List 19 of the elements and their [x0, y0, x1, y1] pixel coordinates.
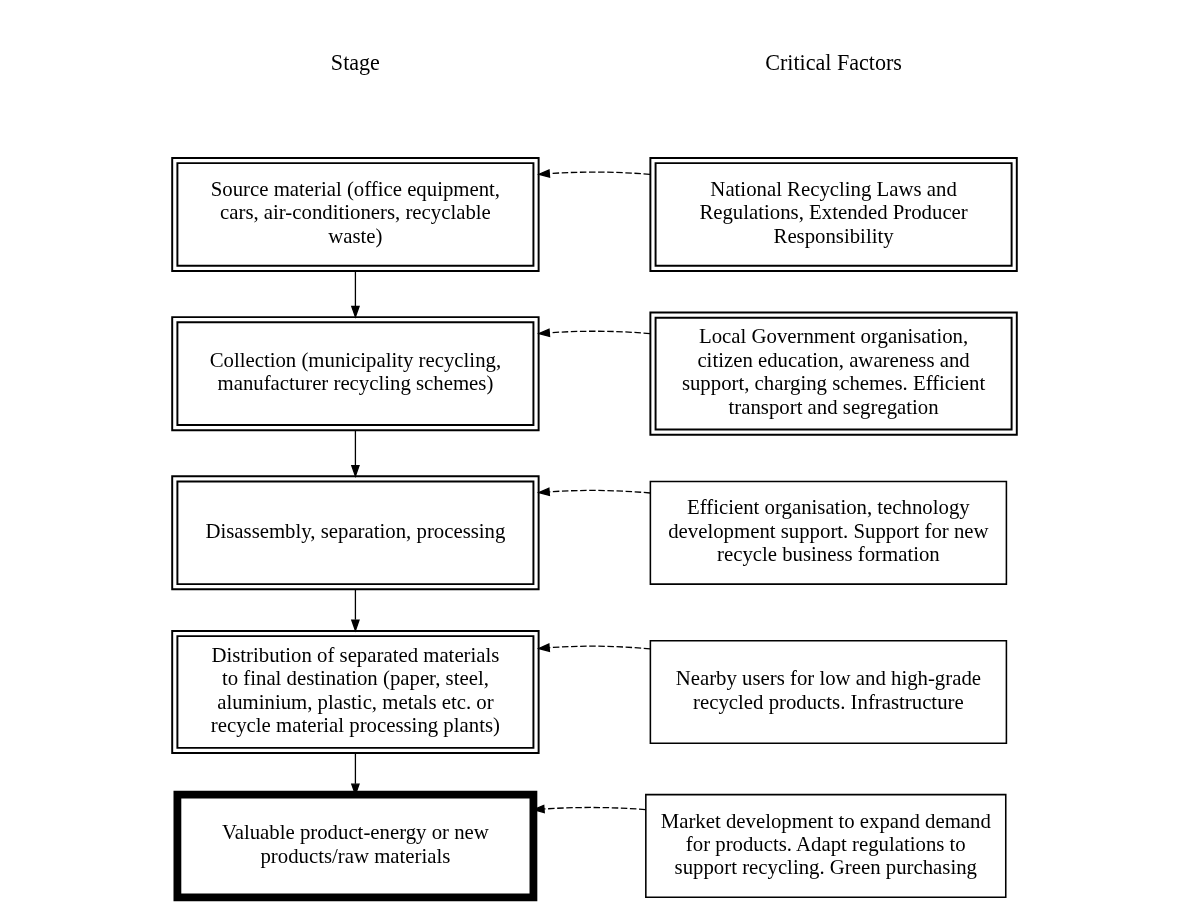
- arrow: [536, 169, 651, 179]
- arrow: [350, 270, 360, 319]
- node-box: Collection (municipality recycling, manufacturer recycling schemes): [171, 316, 540, 432]
- node-box: Distribution of separated materials to final destination (paper, steel, aluminium, plastic, metals etc. or recycle material processing plants): [171, 629, 540, 755]
- arrow: [350, 429, 360, 478]
- node-box: Efficient organisation, technology development support. Support for new recycle business formation: [649, 480, 1008, 585]
- node-box: Valuable product-energy or new products/raw materials: [173, 790, 538, 902]
- arrow: [536, 328, 651, 338]
- label: Critical Factors: [765, 50, 902, 76]
- arrow: [350, 589, 360, 633]
- node-box: Local Government organisation, citizen education, awareness and support, charging schemes. Efficient transport and segregation: [649, 311, 1018, 436]
- node-box: National Recycling Laws and Regulations, Extended Producer Responsibility: [649, 156, 1018, 272]
- arrow: [536, 643, 651, 653]
- node-box: Disassembly, separation, processing: [171, 475, 540, 591]
- node-box: Source material (office equipment, cars, air-conditioners, recyclable waste): [171, 156, 540, 272]
- arrow: [536, 487, 651, 497]
- node-box: Market development to expand demand for products. Adapt regulations to support recycling. Green purchasing: [645, 793, 1007, 899]
- node-box: Nearby users for low and high-grade recycled products. Infrastructure: [649, 639, 1008, 745]
- label: Stage: [330, 50, 380, 76]
